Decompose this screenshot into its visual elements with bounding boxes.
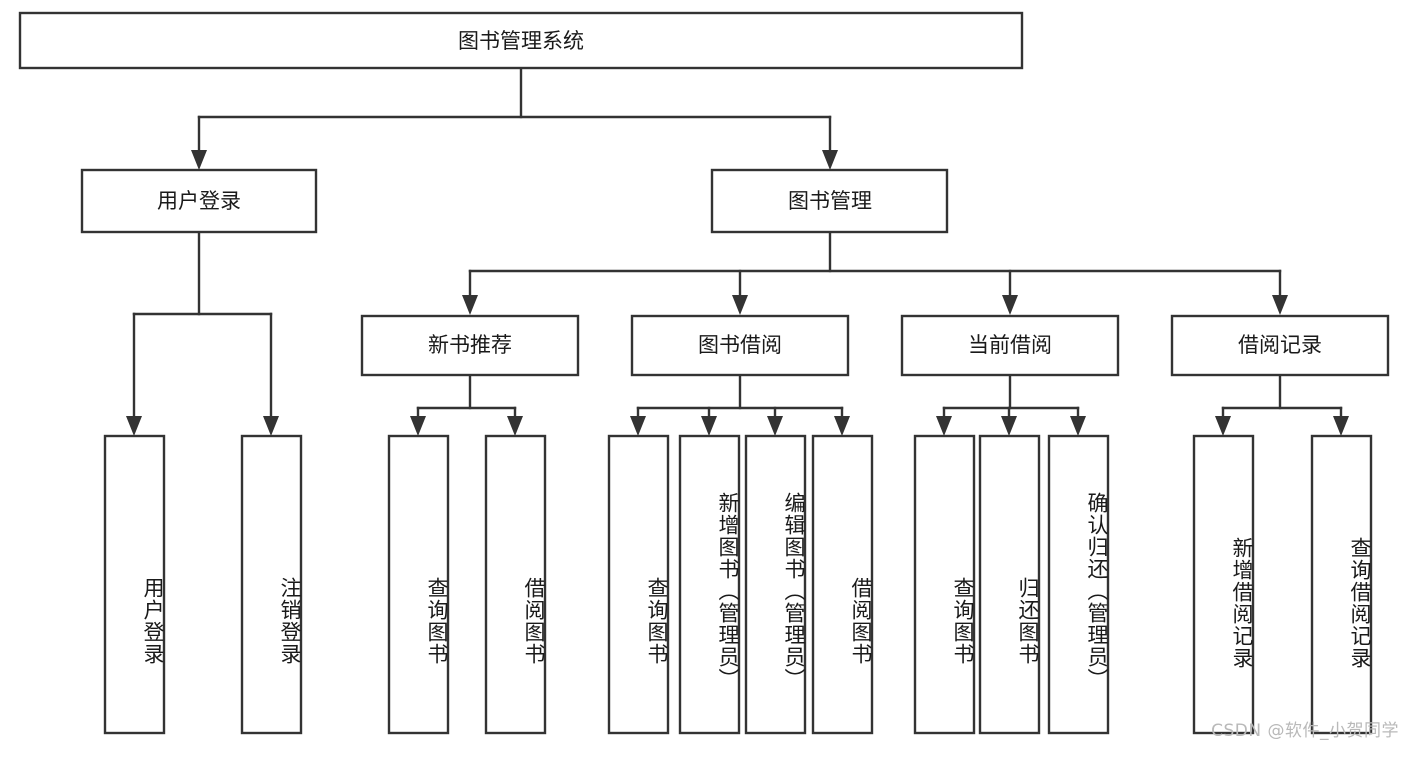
node-current-borrow[interactable]: 当前借阅 [900, 314, 1120, 377]
node-root-label: 图书管理系统 [458, 29, 584, 53]
node-leaf-user-login-box[interactable] [103, 434, 166, 735]
node-current-borrow-label: 当前借阅 [968, 333, 1052, 357]
arrow-icon-leaf-query-book-3 [936, 416, 952, 436]
node-leaf-query-book-1-box[interactable] [387, 434, 450, 735]
arrow-icon-leaf-query-book-1 [410, 416, 426, 436]
node-user-login[interactable]: 用户登录 [80, 168, 318, 234]
csdn-watermark: CSDN @软件_小贺同学 [1211, 721, 1399, 741]
arrow-icon-leaf-confirm-return [1070, 416, 1086, 436]
arrow-icon-leaf-return-book [1001, 416, 1017, 436]
arrow-icon-book-management [822, 150, 838, 170]
node-current-borrow-box[interactable] [900, 314, 1120, 377]
node-book-management[interactable]: 图书管理 [710, 168, 949, 234]
node-new-book-recommend[interactable]: 新书推荐 [360, 314, 580, 377]
connector-new-book-recommend-to-leaves [410, 373, 523, 436]
connector-borrow-record-to-leaves [1215, 373, 1349, 436]
arrow-icon-borrow-record [1272, 295, 1288, 315]
node-leaf-confirm-return-box[interactable] [1047, 434, 1110, 735]
node-leaf-query-book-2-box[interactable] [607, 434, 670, 735]
arrow-icon-leaf-borrow-book-2 [834, 416, 850, 436]
node-book-borrow[interactable]: 图书借阅 [630, 314, 850, 377]
node-book-management-label: 图书管理 [788, 189, 872, 213]
arrow-icon-book-borrow [732, 295, 748, 315]
arrow-icon-user-login [191, 150, 207, 170]
node-leaf-borrow-book-1-box[interactable] [484, 434, 547, 735]
arrow-icon-leaf-add-book [701, 416, 717, 436]
arrow-icon-leaf-query-book-2 [630, 416, 646, 436]
tree-svg-canvas: 图书管理系统 用户登录 图书管理 新书推荐 图书借阅 当前借阅 借阅记录 [18, 11, 1390, 735]
arrow-icon-leaf-borrow-book-1 [507, 416, 523, 436]
leaf-boxes [103, 434, 1373, 735]
node-leaf-edit-book-box[interactable] [744, 434, 807, 735]
node-borrow-record[interactable]: 借阅记录 [1170, 314, 1390, 377]
connector-user-login-to-leaves [126, 230, 279, 436]
connector-root-to-level2 [191, 66, 838, 170]
node-book-borrow-box[interactable] [630, 314, 850, 377]
node-borrow-record-label: 借阅记录 [1238, 333, 1322, 357]
node-book-management-box[interactable] [710, 168, 949, 234]
node-leaf-query-book-3-box[interactable] [913, 434, 976, 735]
node-leaf-query-record-box[interactable] [1310, 434, 1373, 735]
arrow-icon-leaf-edit-book [767, 416, 783, 436]
node-leaf-add-book-box[interactable] [678, 434, 741, 735]
arrow-icon-new-book-recommend [462, 295, 478, 315]
flowchart-diagram: 图书管理系统 用户登录 图书管理 新书推荐 图书借阅 当前借阅 借阅记录 [18, 11, 1399, 741]
node-borrow-record-box[interactable] [1170, 314, 1390, 377]
arrow-icon-leaf-add-record [1215, 416, 1231, 436]
node-root-box[interactable] [18, 11, 1024, 70]
arrow-icon-leaf-query-record [1333, 416, 1349, 436]
node-user-login-label: 用户登录 [157, 189, 241, 213]
connector-book-borrow-to-leaves [630, 373, 850, 436]
node-user-login-box[interactable] [80, 168, 318, 234]
node-leaf-add-record-box[interactable] [1192, 434, 1255, 735]
node-root[interactable]: 图书管理系统 [18, 11, 1024, 70]
connector-current-borrow-to-leaves [936, 373, 1086, 436]
node-leaf-return-book-box[interactable] [978, 434, 1041, 735]
arrow-icon-leaf-user-logout [263, 416, 279, 436]
arrow-icon-leaf-user-login [126, 416, 142, 436]
connector-book-management-to-level3 [462, 230, 1288, 315]
node-leaf-borrow-book-2-box[interactable] [811, 434, 874, 735]
node-book-borrow-label: 图书借阅 [698, 333, 782, 357]
node-new-book-recommend-box[interactable] [360, 314, 580, 377]
arrow-icon-current-borrow [1002, 295, 1018, 315]
node-leaf-user-logout-box[interactable] [240, 434, 303, 735]
node-new-book-recommend-label: 新书推荐 [428, 333, 512, 357]
